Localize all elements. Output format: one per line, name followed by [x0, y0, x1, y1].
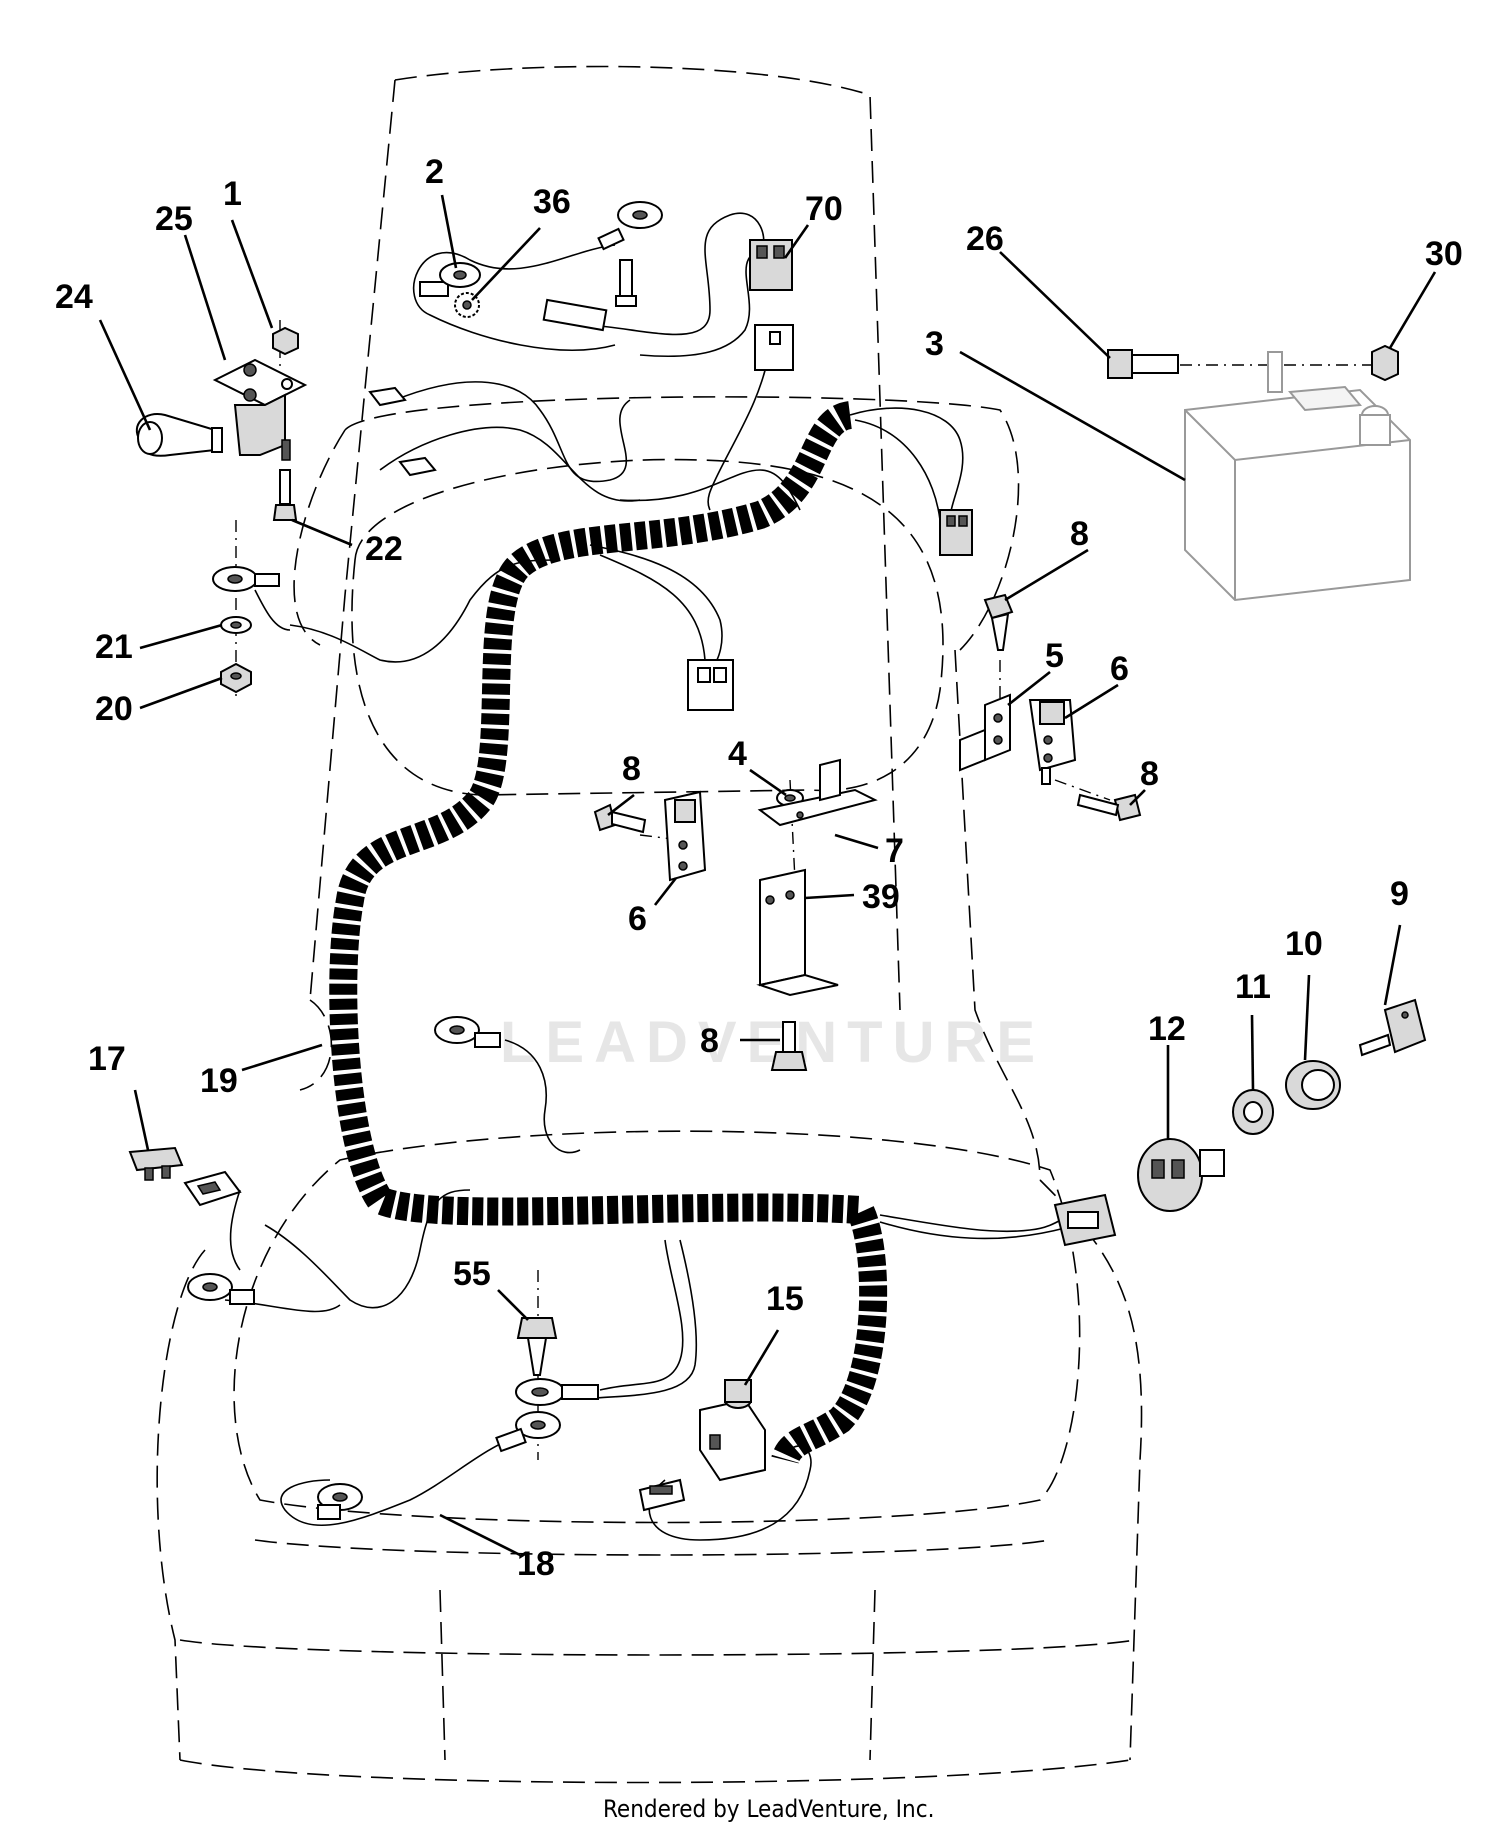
nut-icon	[272, 326, 299, 356]
callout-30: 30	[1425, 235, 1463, 273]
switch-bezel-icon	[1285, 1060, 1341, 1110]
switch-bracket-icon	[959, 693, 1011, 772]
pin-connector-icon	[615, 259, 637, 307]
mounting-bracket-icon	[757, 758, 878, 827]
callout-2: 2	[425, 153, 444, 191]
parts	[128, 201, 1427, 1520]
screw-icon-3	[593, 803, 647, 834]
callout-21: 21	[95, 628, 133, 666]
spade-terminal-icon	[368, 386, 437, 477]
battery-nut-icon	[1371, 344, 1399, 382]
washer-icon	[220, 616, 252, 634]
callout-8-c: 8	[622, 750, 641, 788]
nut-icon-2	[220, 662, 252, 694]
callout-8-d: 8	[700, 1022, 719, 1060]
callout-1: 1	[223, 175, 242, 213]
fuse-holder-icon	[183, 1170, 242, 1207]
interlock-switch-icon	[1028, 699, 1077, 785]
callout-19: 19	[200, 1062, 238, 1100]
fuse-icon	[128, 1146, 184, 1181]
terminal-boot-icon	[135, 413, 223, 457]
callout-36: 36	[533, 183, 571, 221]
ring-terminal-icon-4	[434, 1016, 501, 1048]
side-connector-icon	[939, 509, 973, 556]
ground-ring-terminal-icon	[419, 262, 481, 318]
callout-12: 12	[1148, 1010, 1186, 1048]
center-connector-icon	[687, 659, 734, 711]
bolt-icon	[272, 469, 298, 521]
callout-3: 3	[925, 325, 944, 363]
ignition-connector-icon	[1053, 1193, 1117, 1247]
screw-icon-2	[1076, 793, 1142, 822]
ring-terminal-icon-5	[317, 1483, 363, 1520]
interlock-switch-icon-2	[663, 790, 707, 882]
callout-8-a: 8	[1070, 515, 1089, 553]
callout-labels: 1 25 24 2 36 70 26 30 3 22 8 21 20 5 6 4…	[55, 153, 1463, 1583]
key-icon	[1358, 998, 1427, 1057]
flat-connector-icon	[542, 298, 608, 332]
harness-wires	[224, 212, 1071, 1541]
callout-15: 15	[766, 1280, 804, 1318]
tractor-outline	[156, 65, 1143, 1784]
connector-plug-icon	[749, 239, 793, 291]
screw-icon	[983, 593, 1014, 651]
callout-9: 9	[1390, 875, 1409, 913]
callout-18: 18	[517, 1545, 555, 1583]
ground-bolt-icon	[516, 1317, 558, 1376]
callout-5: 5	[1045, 637, 1064, 675]
seat-switch-connector-icon	[638, 1478, 686, 1512]
callout-4: 4	[728, 735, 747, 773]
leader-lines	[98, 194, 1437, 1557]
callout-39: 39	[862, 878, 900, 916]
battery-bolt-icon	[1107, 349, 1179, 379]
callout-6-b: 6	[628, 900, 647, 938]
ring-terminal-icon-2	[597, 201, 663, 251]
callout-20: 20	[95, 690, 133, 728]
callout-55: 55	[453, 1255, 491, 1293]
connector-housing-icon	[754, 324, 794, 371]
callout-26: 26	[966, 220, 1004, 258]
callout-22: 22	[365, 530, 403, 568]
seat-switch-icon	[699, 1379, 766, 1482]
coiled-harness	[329, 401, 888, 1465]
starter-solenoid-icon	[212, 358, 308, 461]
callout-7: 7	[885, 832, 904, 870]
ring-terminal-icon	[212, 566, 280, 592]
switch-mount-bracket-icon	[756, 868, 839, 997]
callout-25: 25	[155, 200, 193, 238]
callout-70: 70	[805, 190, 843, 228]
callout-6-a: 6	[1110, 650, 1129, 688]
ignition-switch-icon	[1137, 1138, 1225, 1212]
ground-terminal-icon	[515, 1378, 599, 1406]
callout-17: 17	[88, 1040, 126, 1078]
ground-terminal-icon-2	[495, 1411, 561, 1453]
ring-terminal-icon-3	[187, 1273, 255, 1305]
callout-24: 24	[55, 278, 93, 316]
switch-nut-icon	[1232, 1089, 1274, 1135]
battery-icon	[1184, 351, 1411, 602]
callout-11: 11	[1235, 968, 1271, 1006]
callout-10: 10	[1285, 925, 1323, 963]
footer-credit: Rendered by LeadVenture, Inc.	[603, 1795, 934, 1823]
watermark: LEADVENTURE	[500, 1010, 1045, 1075]
callout-8-b: 8	[1140, 755, 1159, 793]
screw-icon-4	[770, 1021, 808, 1071]
